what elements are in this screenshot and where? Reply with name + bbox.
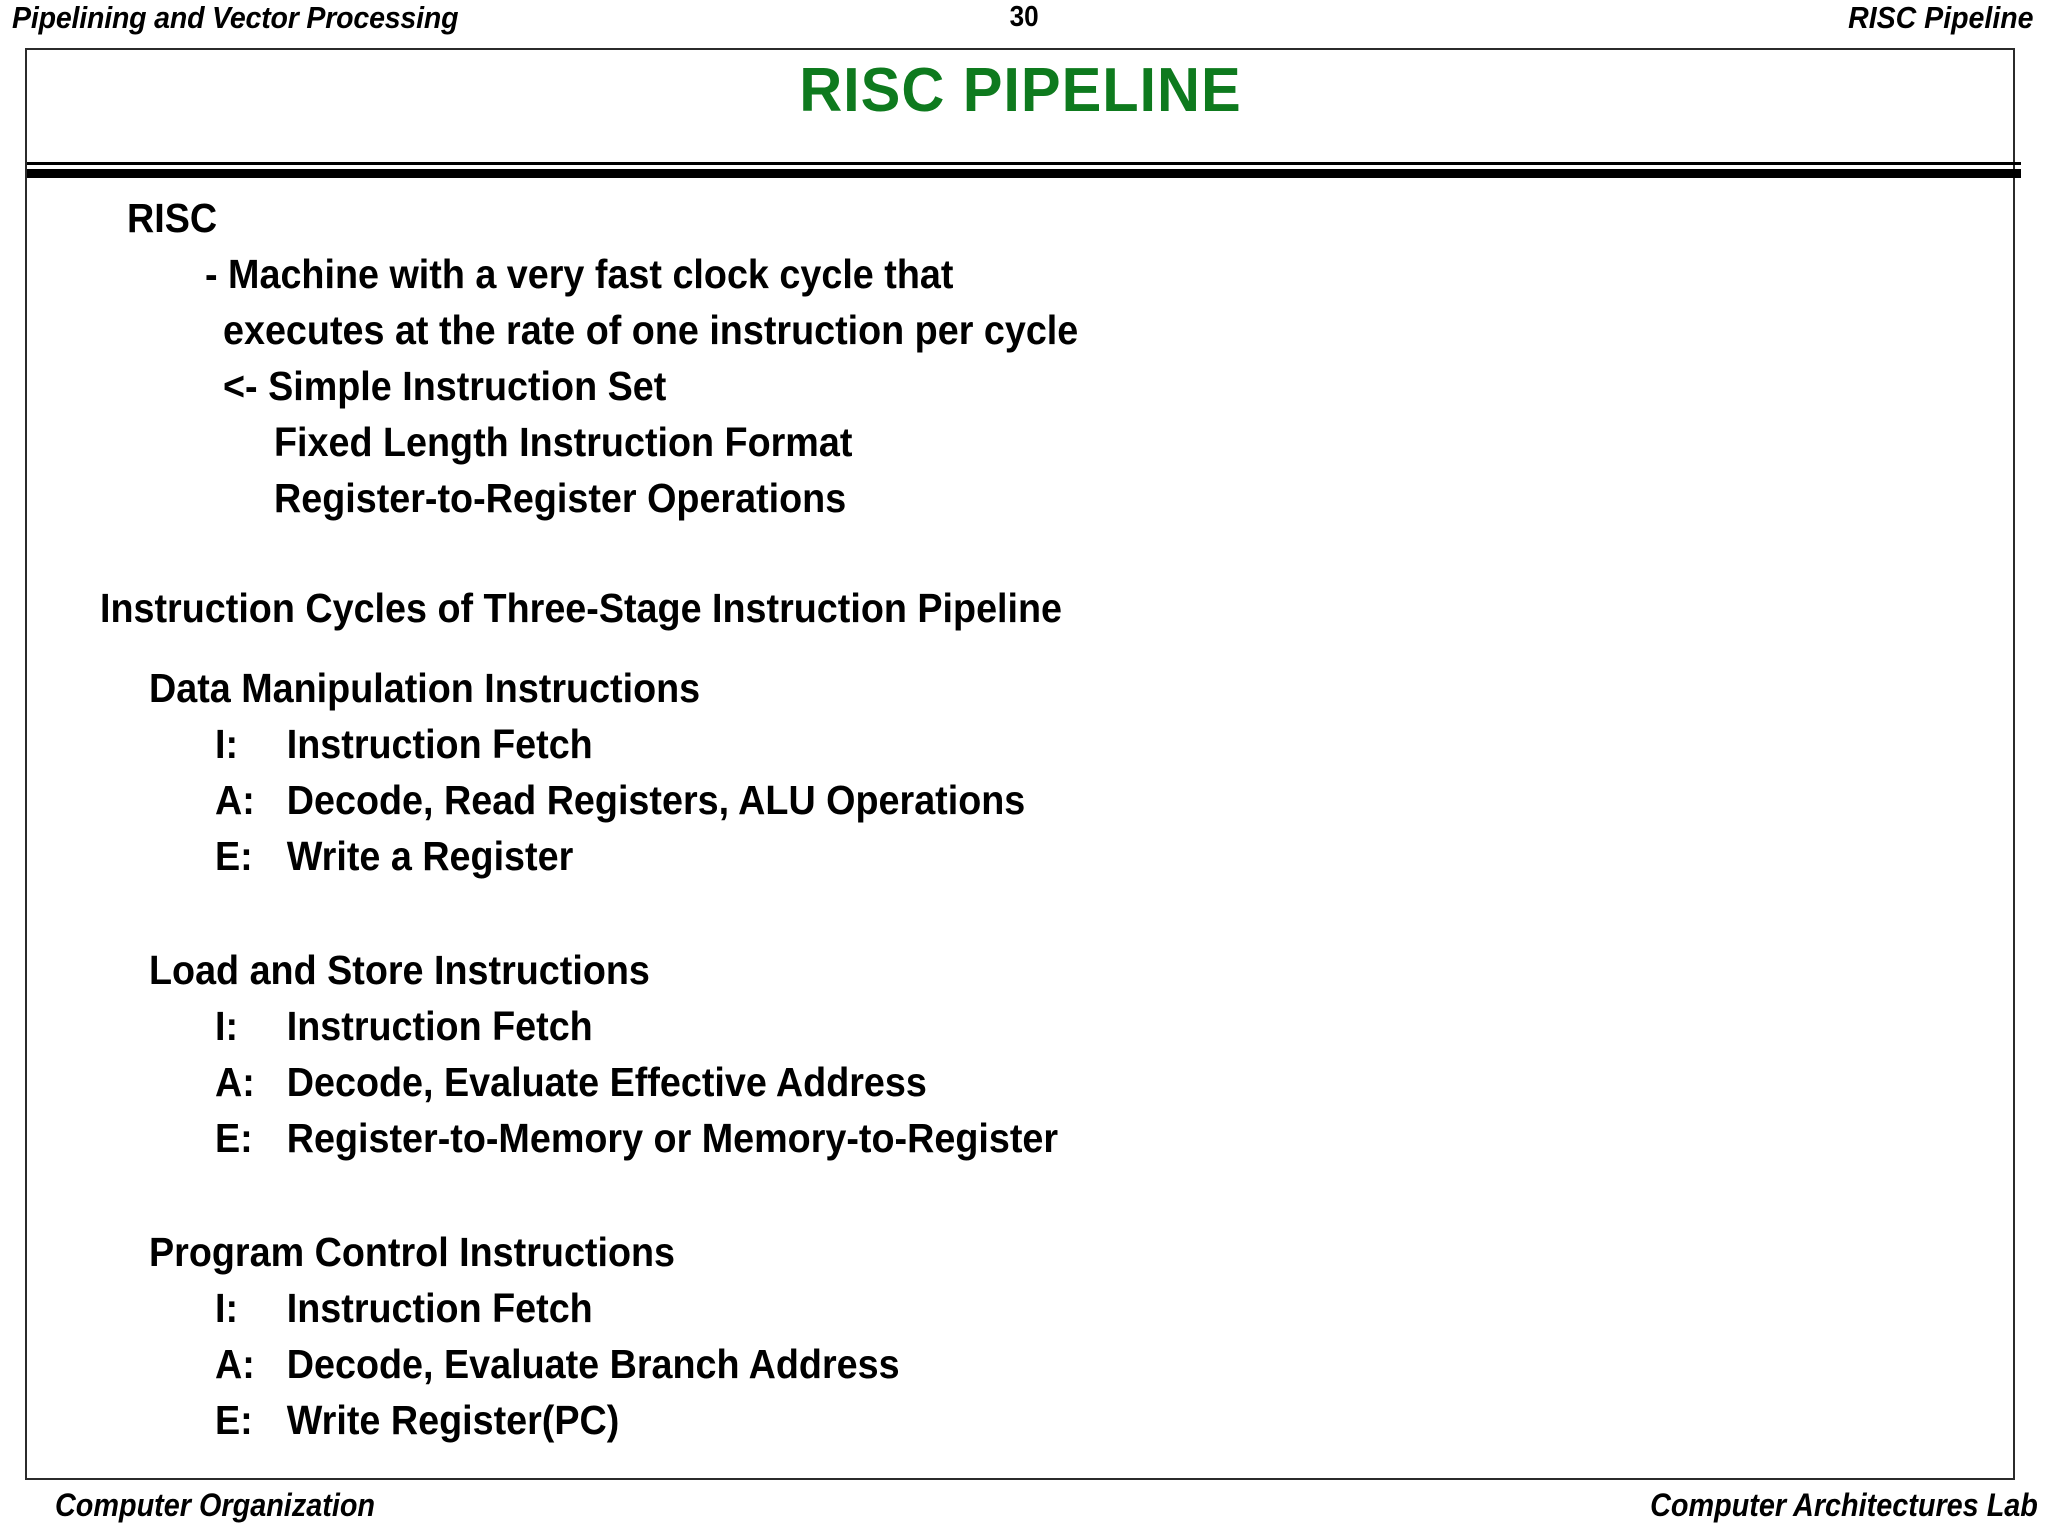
stage-desc: Decode, Evaluate Effective Address (286, 1059, 927, 1105)
stage-desc: Write Register(PC) (286, 1397, 620, 1443)
stage-desc: Decode, Read Registers, ALU Operations (286, 777, 1026, 823)
stage-key: I: (215, 1285, 239, 1331)
stage-desc: Write a Register (286, 833, 574, 879)
intro-line-4: Fixed Length Instruction Format (274, 419, 853, 465)
stage-desc: Decode, Evaluate Branch Address (286, 1341, 900, 1387)
spacer-between-groups-2 (27, 1166, 2013, 1224)
stage-key: A: (215, 1059, 255, 1105)
spacer-after-section-heading (27, 636, 2013, 660)
stage-row: I: Instruction Fetch (27, 716, 2013, 772)
stage-desc: Register-to-Memory or Memory-to-Register (286, 1115, 1059, 1161)
stage-desc: Instruction Fetch (286, 721, 593, 767)
group-title-data-manipulation: Data Manipulation Instructions (149, 665, 701, 711)
stage-key: A: (215, 777, 255, 823)
stage-key: E: (215, 1115, 253, 1161)
header-chapter-title: Pipelining and Vector Processing (12, 0, 459, 35)
intro-line-1: - Machine with a very fast clock cycle t… (205, 251, 954, 297)
stage-key: I: (215, 1003, 239, 1049)
title-divider-thin (27, 162, 2021, 165)
stage-desc: Instruction Fetch (286, 1003, 593, 1049)
stage-row: E: Register-to-Memory or Memory-to-Regist… (27, 1110, 2013, 1166)
stage-row: E: Write Register(PC) (27, 1392, 2013, 1448)
stage-row: I: Instruction Fetch (27, 998, 2013, 1054)
stage-key: E: (215, 1397, 253, 1443)
slide-body: RISC - Machine with a very fast clock cy… (27, 190, 2013, 1448)
slide-content-box: RISC PIPELINE RISC - Machine with a very… (25, 48, 2021, 1480)
intro-heading: RISC (127, 195, 218, 241)
running-footer: Computer Organization Computer Architect… (0, 1487, 2048, 1536)
stage-desc: Instruction Fetch (286, 1285, 593, 1331)
stage-row: E: Write a Register (27, 828, 2013, 884)
slide-title: RISC PIPELINE (798, 56, 1242, 125)
stage-key: I: (215, 721, 239, 767)
stage-row: A: Decode, Evaluate Effective Address (27, 1054, 2013, 1110)
stage-row: I: Instruction Fetch (27, 1280, 2013, 1336)
running-header: Pipelining and Vector Processing 30 RISC… (0, 0, 2048, 46)
section-heading: Instruction Cycles of Three-Stage Instru… (100, 585, 1063, 631)
stage-key: A: (215, 1341, 255, 1387)
footer-lab-title: Computer Architectures Lab (1650, 1487, 2038, 1523)
stage-row: A: Decode, Evaluate Branch Address (27, 1336, 2013, 1392)
stage-row: A: Decode, Read Registers, ALU Operations (27, 772, 2013, 828)
spacer-before-section-heading (27, 526, 2013, 580)
header-section-title: RISC Pipeline (1848, 0, 2034, 35)
group-title-load-store: Load and Store Instructions (149, 947, 650, 993)
spacer-between-groups-1 (27, 884, 2013, 942)
intro-line-3: <- Simple Instruction Set (223, 363, 667, 409)
intro-line-5: Register-to-Register Operations (274, 475, 847, 521)
intro-line-2: executes at the rate of one instruction … (223, 307, 1079, 353)
header-page-number: 30 (1009, 1, 1039, 33)
group-title-program-control: Program Control Instructions (149, 1229, 676, 1275)
title-divider-thick (27, 169, 2021, 178)
footer-course-title: Computer Organization (55, 1487, 376, 1523)
stage-key: E: (215, 833, 253, 879)
